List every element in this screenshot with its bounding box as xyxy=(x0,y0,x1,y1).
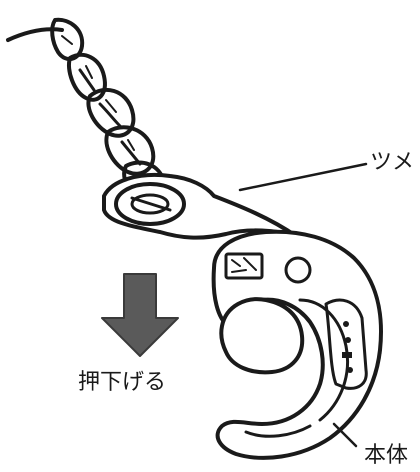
chain-link-2 xyxy=(67,52,107,102)
claw-lever xyxy=(102,173,298,240)
chain-link-4 xyxy=(104,125,156,176)
body-inner-contour xyxy=(298,298,350,422)
down-arrow-icon xyxy=(101,273,179,357)
chain-top-line xyxy=(6,27,64,42)
jaw-pad xyxy=(219,297,305,375)
chain-link-3 xyxy=(86,87,136,138)
side-plate-marks xyxy=(342,321,353,373)
push-down-label: 押下げる xyxy=(78,370,167,395)
claw-label: ツメ xyxy=(370,150,415,175)
side-plate xyxy=(324,298,368,390)
clamp-body xyxy=(211,229,383,460)
body-label: 本体 xyxy=(364,443,409,468)
leader-lines xyxy=(238,162,368,448)
claw-leader-line xyxy=(238,162,368,192)
shackle-ring xyxy=(114,182,186,226)
body-pin xyxy=(284,256,312,284)
body-leader-line xyxy=(332,422,358,448)
